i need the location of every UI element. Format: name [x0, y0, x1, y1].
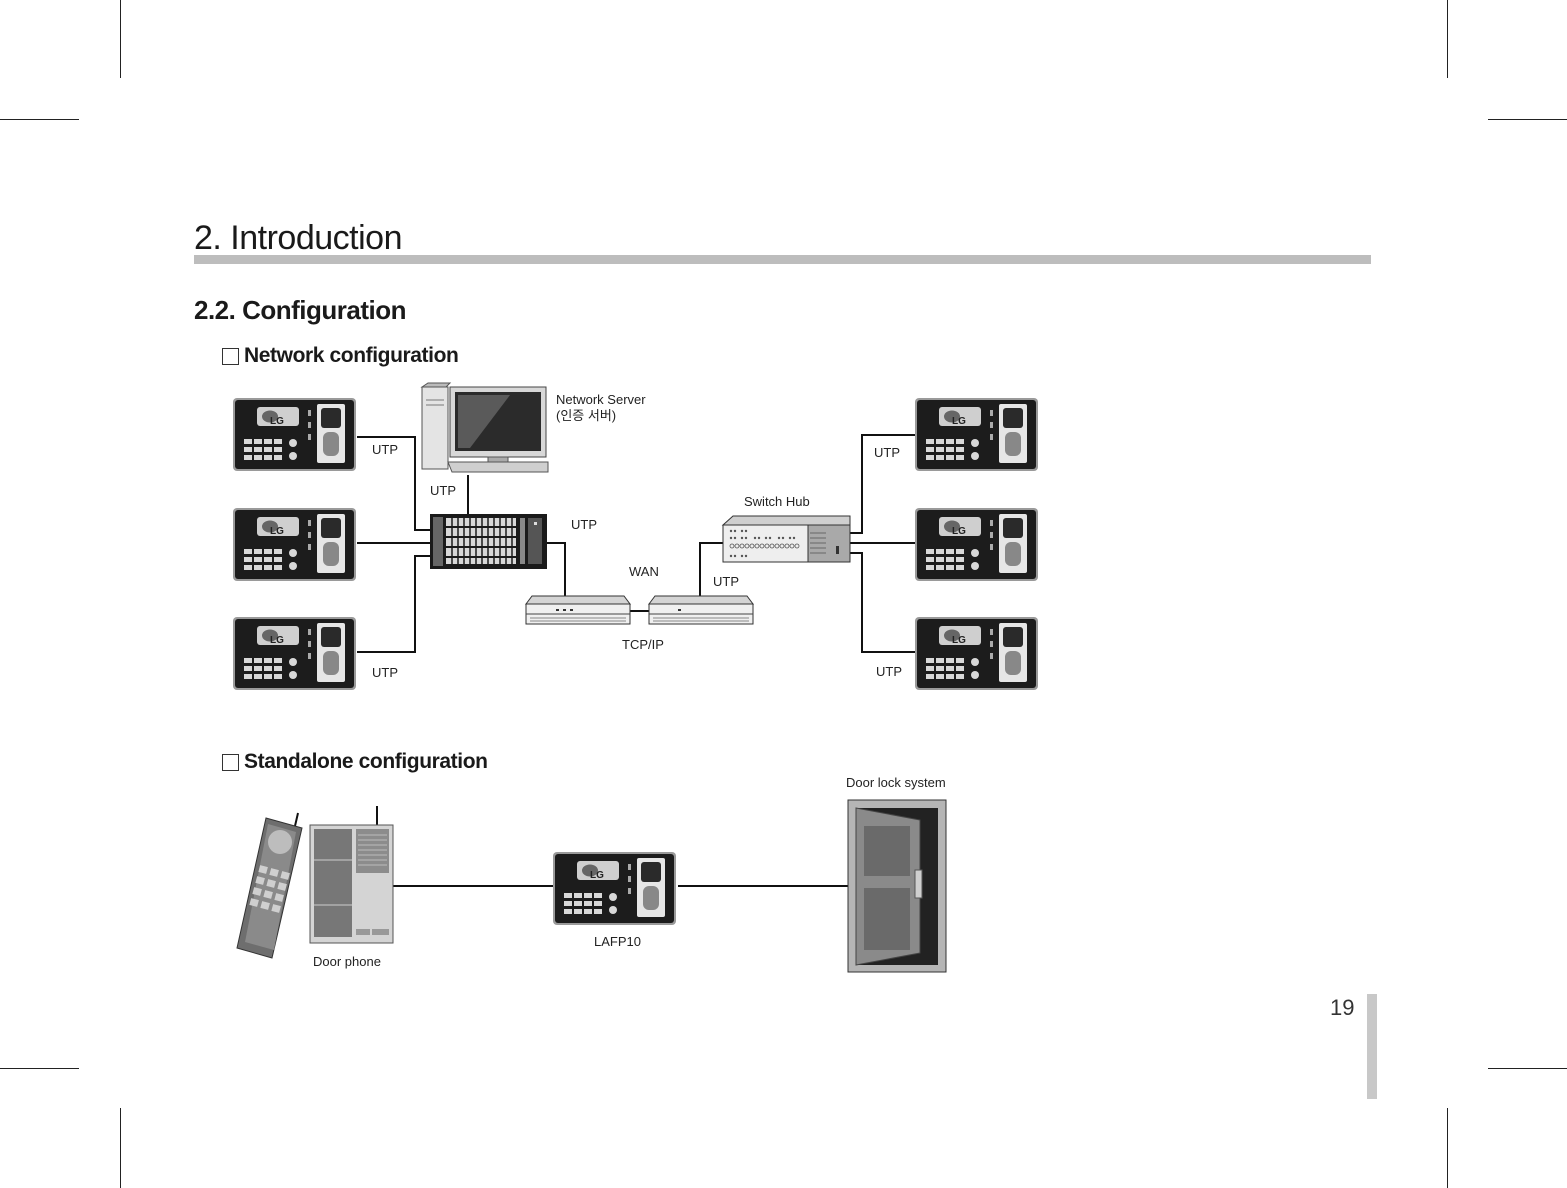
- left-terminal-1: [233, 398, 356, 471]
- wan-label: WAN: [629, 564, 659, 579]
- network-server-label: Network Server: [556, 392, 646, 407]
- router-left: [526, 596, 630, 624]
- network-server-computer: [422, 383, 548, 472]
- door-lock-icon: [848, 800, 946, 972]
- door-lock-label: Door lock system: [846, 775, 946, 790]
- terminal-logo: LG: [270, 526, 284, 537]
- utp-label: UTP: [372, 665, 398, 680]
- network-server-sublabel: (인증 서버): [556, 408, 616, 423]
- switch-hub: [723, 516, 850, 562]
- utp-label: UTP: [874, 445, 900, 460]
- utp-label: UTP: [430, 483, 456, 498]
- left-terminal-2: [233, 508, 356, 581]
- router-right: [649, 596, 753, 624]
- terminal-logo: LG: [952, 526, 966, 537]
- terminal-logo: LG: [590, 870, 604, 881]
- utp-label: UTP: [713, 574, 739, 589]
- door-phone-icon: [237, 806, 393, 958]
- left-terminal-3: [233, 617, 356, 690]
- terminal-logo: LG: [952, 635, 966, 646]
- network-hub-rack: [430, 514, 547, 569]
- right-terminal-1: [915, 398, 1038, 471]
- utp-label: UTP: [571, 517, 597, 532]
- utp-label: UTP: [372, 442, 398, 457]
- page-number: 19: [1330, 995, 1354, 1021]
- door-phone-label: Door phone: [313, 954, 381, 969]
- right-terminal-2: [915, 508, 1038, 581]
- utp-label: UTP: [876, 664, 902, 679]
- tcpip-label: TCP/IP: [622, 637, 664, 652]
- lafp10-terminal: [553, 852, 676, 925]
- terminal-logo: LG: [952, 416, 966, 427]
- terminal-logo: LG: [270, 416, 284, 427]
- terminal-logo: LG: [270, 635, 284, 646]
- switch-hub-label: Switch Hub: [744, 494, 810, 509]
- page-number-bar: [1367, 994, 1377, 1099]
- lafp10-label: LAFP10: [594, 934, 641, 949]
- right-terminal-3: [915, 617, 1038, 690]
